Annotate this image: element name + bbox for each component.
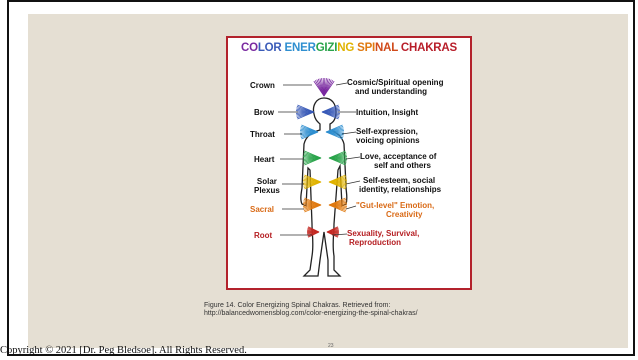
desc-throat-line2: voicing opinions bbox=[356, 136, 420, 145]
label-solar-line2: Plexus bbox=[254, 186, 280, 195]
leader-line bbox=[342, 132, 356, 134]
chakra-poster: COLOR ENERGIZING SPINAL CHAKRAS Crown Br… bbox=[226, 36, 472, 290]
desc-crown-line1: Cosmic/Spiritual opening bbox=[347, 78, 443, 87]
label-crown: Crown bbox=[250, 81, 275, 90]
label-sacral: Sacral bbox=[250, 205, 274, 214]
label-solar-line1: Solar bbox=[254, 177, 280, 186]
desc-sacral: "Gut-level" Emotion, Creativity bbox=[356, 201, 434, 219]
slide: COLOR ENERGIZING SPINAL CHAKRAS Crown Br… bbox=[28, 14, 628, 348]
desc-crown-line2: and understanding bbox=[347, 87, 443, 96]
desc-crown: Cosmic/Spiritual opening and understandi… bbox=[347, 78, 443, 96]
desc-throat: Self-expression, voicing opinions bbox=[356, 127, 420, 145]
label-root: Root bbox=[254, 231, 272, 240]
caption-url: http://balancedwomensblog.com/color-ener… bbox=[204, 310, 418, 318]
desc-sacral-line2: Creativity bbox=[356, 210, 434, 219]
label-heart: Heart bbox=[254, 155, 274, 164]
label-brow: Brow bbox=[254, 108, 274, 117]
figure-caption: Figure 14. Color Energizing Spinal Chakr… bbox=[204, 302, 418, 318]
desc-heart-line2: self and others bbox=[360, 161, 436, 170]
desc-throat-line1: Self-expression, bbox=[356, 127, 420, 136]
desc-heart-line1: Love, acceptance of bbox=[360, 152, 436, 161]
desc-sacral-line1: "Gut-level" Emotion, bbox=[356, 201, 434, 210]
desc-heart: Love, acceptance of self and others bbox=[360, 152, 436, 170]
leader-line bbox=[346, 206, 356, 209]
desc-root-line1: Sexuality, Survival, bbox=[347, 229, 419, 238]
chakra-fan-crown bbox=[314, 78, 334, 96]
leader-line bbox=[346, 157, 360, 159]
caption-line1: Figure 14. Color Energizing Spinal Chakr… bbox=[204, 302, 418, 310]
desc-solar-line2: identity, relationships bbox=[359, 185, 441, 194]
label-solar: Solar Plexus bbox=[254, 177, 280, 195]
desc-root: Sexuality, Survival, Reproduction bbox=[347, 229, 419, 247]
desc-solar-line1: Self-esteem, social bbox=[359, 176, 441, 185]
desc-brow: Intuition, Insight bbox=[356, 108, 418, 117]
leader-line bbox=[346, 181, 360, 184]
desc-solar: Self-esteem, social identity, relationsh… bbox=[359, 176, 441, 194]
slide-frame: COLOR ENERGIZING SPINAL CHAKRAS Crown Br… bbox=[7, 0, 635, 356]
leader-line bbox=[336, 83, 347, 85]
page-number: 23 bbox=[328, 343, 334, 349]
label-throat: Throat bbox=[250, 130, 275, 139]
copyright-notice: Copyright © 2021 [Dr. Peg Bledsoe]. All … bbox=[0, 345, 247, 356]
desc-root-line2: Reproduction bbox=[347, 238, 419, 247]
